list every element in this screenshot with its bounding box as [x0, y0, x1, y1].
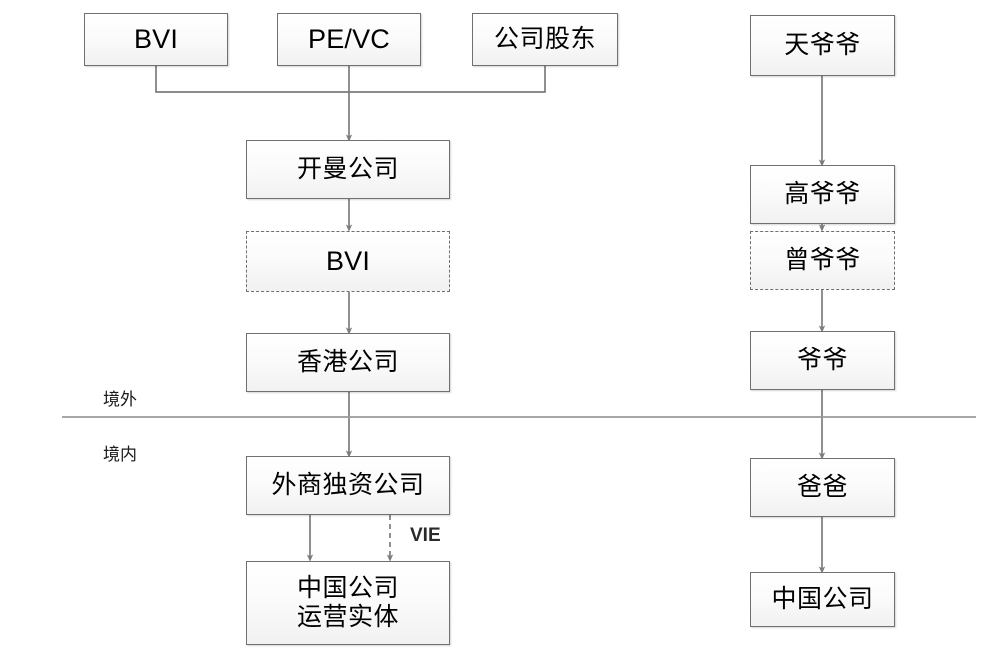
node-operating-entity[interactable]: 中国公司 运营实体: [246, 561, 450, 645]
node-bvi-mid[interactable]: BVI: [246, 231, 450, 292]
node-cayman[interactable]: 开曼公司: [246, 140, 450, 199]
label-offshore: 境外: [103, 390, 137, 409]
node-baba[interactable]: 爸爸: [750, 458, 895, 517]
node-wfoe-label: 外商独资公司: [271, 470, 425, 499]
wire-company-shareholder-to-bus: [349, 66, 546, 93]
node-zeng-yeye-label: 曾爷爷: [784, 245, 861, 274]
node-cayman-label: 开曼公司: [296, 154, 399, 183]
node-tian-yeye-label: 天爷爷: [784, 30, 861, 59]
node-company-shareholder[interactable]: 公司股东: [472, 13, 618, 66]
node-yeye[interactable]: 爷爷: [750, 331, 895, 390]
wire-bvi-top-to-bus: [155, 66, 349, 93]
node-bvi-top[interactable]: BVI: [84, 13, 228, 66]
node-bvi-top-label: BVI: [133, 23, 179, 54]
node-hongkong-label: 香港公司: [296, 347, 399, 376]
node-china-company[interactable]: 中国公司: [750, 572, 895, 627]
node-pevc[interactable]: PE/VC: [277, 13, 421, 66]
node-yeye-label: 爷爷: [796, 345, 848, 374]
node-hongkong[interactable]: 香港公司: [246, 333, 450, 392]
node-gao-yeye[interactable]: 高爷爷: [750, 165, 895, 224]
node-company-shareholder-label: 公司股东: [493, 24, 596, 53]
node-bvi-mid-label: BVI: [325, 245, 371, 276]
node-gao-yeye-label: 高爷爷: [784, 179, 861, 208]
node-tian-yeye[interactable]: 天爷爷: [750, 15, 895, 76]
node-china-company-label: 中国公司: [771, 584, 874, 613]
node-baba-label: 爸爸: [796, 472, 848, 501]
node-zeng-yeye[interactable]: 曾爷爷: [750, 231, 895, 290]
node-operating-entity-label: 中国公司 运营实体: [296, 573, 399, 632]
label-vie: VIE: [410, 525, 441, 546]
node-pevc-label: PE/VC: [307, 23, 391, 54]
node-wfoe[interactable]: 外商独资公司: [246, 456, 450, 515]
label-onshore: 境内: [103, 445, 137, 464]
